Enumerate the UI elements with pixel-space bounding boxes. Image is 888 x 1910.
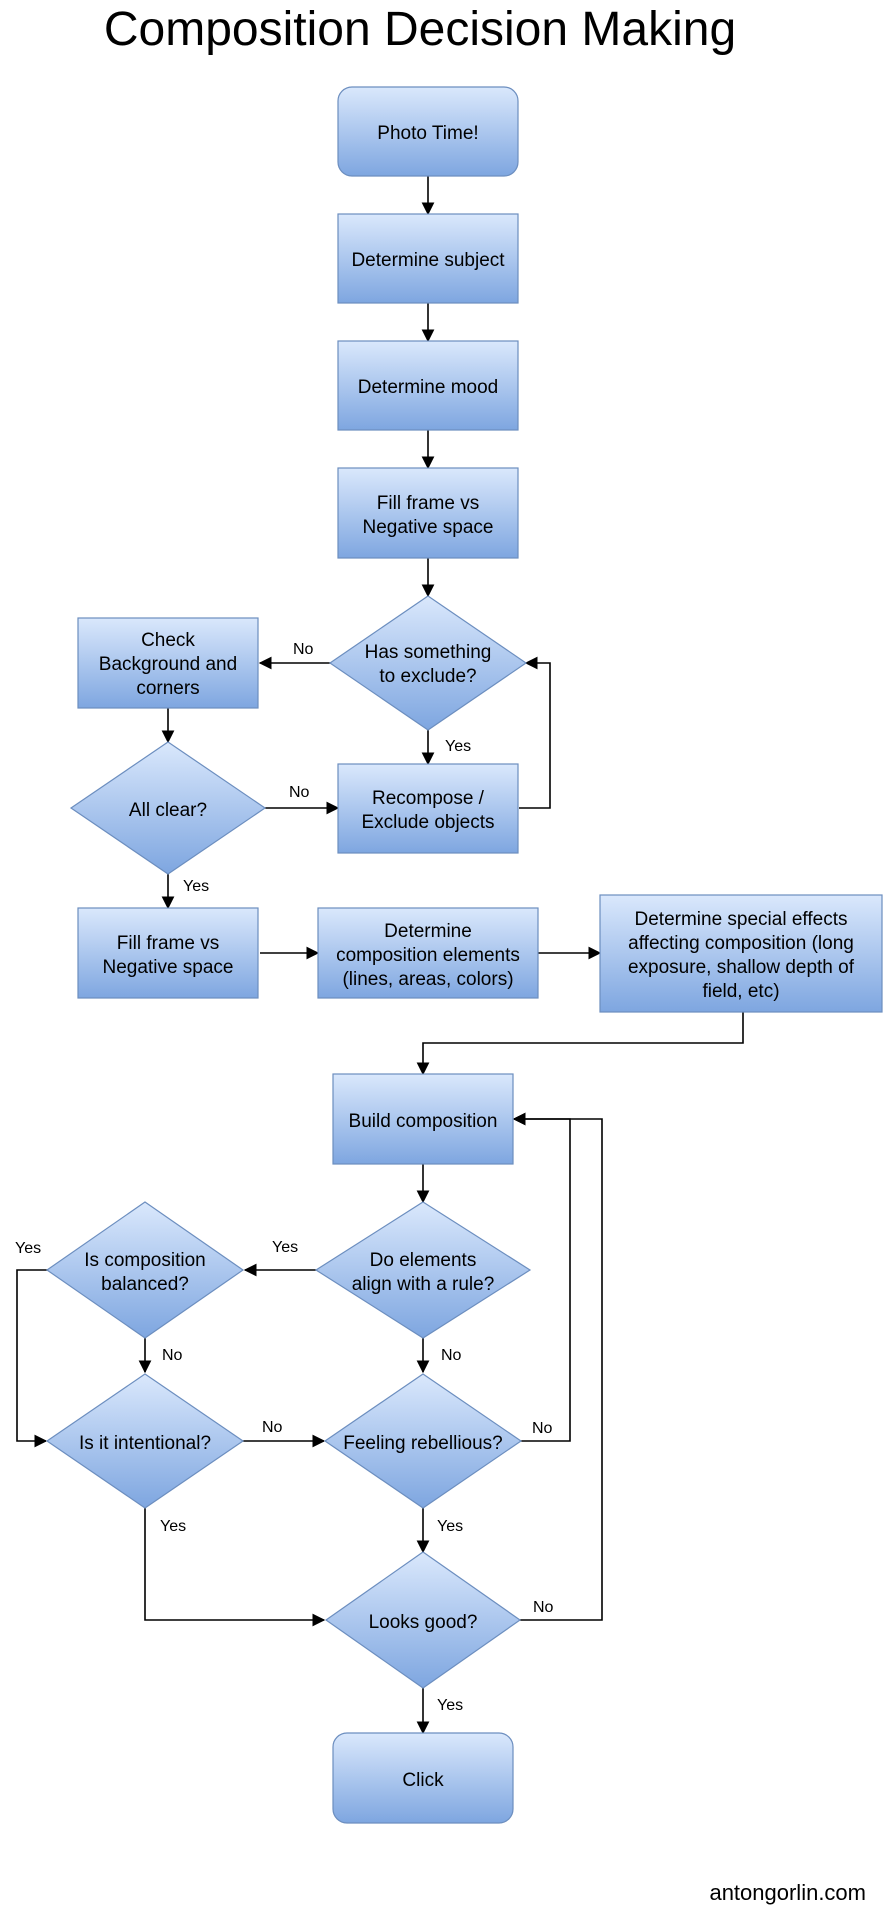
node-labels: Photo Time! Determine subject Determine … [79,123,855,1791]
label-line: corners [136,678,199,699]
label-line: Has something [365,642,492,663]
label-line: composition elements [336,945,520,966]
edge-balanced-to-intentional [16,1269,48,1448]
label-line: Is composition [84,1250,205,1271]
node-looks-good-shape [324,1551,522,1689]
node-photo-time-label: Photo Time! [377,123,478,144]
label-line: Negative space [103,957,234,978]
node-fill-frame-1-label: Fill frame vs Negative space [363,493,494,538]
node-composition-elements-shape [317,907,539,999]
node-has-something-label: Has something to exclude? [365,642,492,687]
label-line: to exclude? [379,666,476,687]
node-recompose-shape [337,763,519,854]
node-is-balanced-shape [45,1201,245,1339]
node-has-something-shape [328,595,528,731]
label-line: (lines, areas, colors) [342,969,513,990]
label-line: Negative space [363,517,494,538]
label-line: Fill frame vs [377,493,479,514]
edge-effects-to-build [416,1012,744,1076]
node-composition-elements-label: Determine composition elements (lines, are… [336,921,520,990]
edge-intentional-to-looksgood [144,1508,326,1627]
label-has-something-no: No [293,641,314,658]
node-all-clear-shape [69,741,267,875]
node-special-effects-label: Determine special effects affecting compo… [628,909,855,1002]
node-click-shape [332,1732,514,1824]
edges [16,176,744,1735]
label-line: Looks good? [369,1612,478,1633]
label-line: Build composition [349,1111,498,1132]
edge-looksgood-to-build [512,1112,603,1621]
label-rebellious-yes: Yes [437,1518,463,1535]
node-photo-time-shape [337,86,519,177]
label-line: Determine subject [351,250,505,271]
node-build-composition-label: Build composition [349,1111,498,1132]
label-line: Do elements [370,1250,477,1271]
node-fill-frame-2-shape [77,907,259,999]
label-line: field, etc) [702,981,779,1002]
node-check-background-shape [77,617,259,709]
label-line: Determine [384,921,472,942]
label-intentional-yes: Yes [160,1518,186,1535]
node-feeling-rebellious-label: Feeling rebellious? [343,1433,503,1454]
label-line: Fill frame vs [117,933,219,954]
edge-rebellious-to-build [512,1112,571,1442]
node-fill-frame-1-shape [337,467,519,559]
node-do-elements-align-shape [314,1201,532,1339]
node-special-effects-shape [599,894,883,1013]
node-build-composition-shape [332,1073,514,1165]
label-line: align with a rule? [352,1274,495,1295]
node-determine-subject-shape [337,213,519,304]
node-click-label: Click [402,1770,444,1791]
label-align-no: No [441,1347,462,1364]
label-rebellious-no: No [532,1420,553,1437]
label-all-clear-yes: Yes [183,878,209,895]
edge-labels: No Yes No Yes Yes No Yes No No Yes No Ye… [15,641,554,1714]
label-line: Click [402,1770,444,1791]
label-line: Determine special effects [635,909,848,930]
label-line: Determine mood [358,377,498,398]
footer-credit: antongorlin.com [709,1880,866,1905]
node-do-elements-align-label: Do elements align with a rule? [352,1250,495,1295]
label-line: affecting composition (long [628,933,854,954]
nodes [45,86,883,1824]
node-recompose-label: Recompose / Exclude objects [361,788,494,833]
label-looks-good-no: No [533,1599,554,1616]
label-line: Is it intentional? [79,1433,211,1454]
label-line: Photo Time! [377,123,478,144]
node-determine-subject-label: Determine subject [351,250,505,271]
label-intentional-no: No [262,1419,283,1436]
node-fill-frame-2-label: Fill frame vs Negative space [103,933,234,978]
label-line: Recompose / [372,788,485,809]
page-title: Composition Decision Making [103,3,737,56]
label-all-clear-no: No [289,784,310,801]
edge-recompose-to-has [519,656,551,809]
label-balanced-no: No [162,1347,183,1364]
node-looks-good-label: Looks good? [369,1612,478,1633]
node-determine-mood-label: Determine mood [358,377,498,398]
label-looks-good-yes: Yes [437,1697,463,1714]
node-feeling-rebellious-shape [323,1373,523,1509]
label-line: Check [141,630,195,651]
label-balanced-yes: Yes [15,1240,41,1257]
label-line: Exclude objects [361,812,494,833]
node-all-clear-label: All clear? [129,800,207,821]
label-line: Feeling rebellious? [343,1433,503,1454]
label-line: Background and [99,654,237,675]
label-has-something-yes: Yes [445,738,471,755]
node-is-intentional-label: Is it intentional? [79,1433,211,1454]
node-is-intentional-shape [45,1373,245,1509]
node-is-balanced-label: Is composition balanced? [84,1250,205,1295]
label-line: balanced? [101,1274,189,1295]
label-line: exposure, shallow depth of [628,957,855,978]
label-line: All clear? [129,800,207,821]
label-align-yes: Yes [272,1239,298,1256]
node-determine-mood-shape [337,340,519,431]
